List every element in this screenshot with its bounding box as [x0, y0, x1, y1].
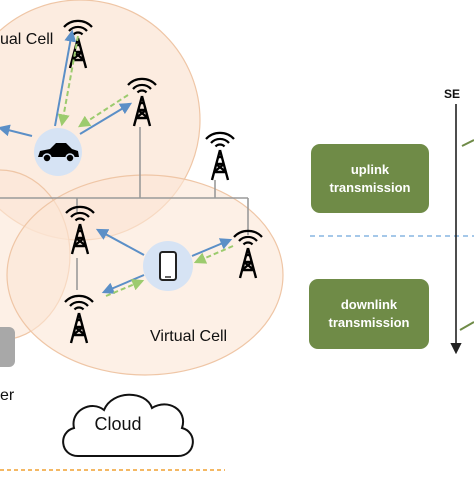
left-box-label: er — [0, 387, 15, 404]
smartphone-icon — [159, 251, 177, 281]
uplink-label-line1: uplink — [351, 162, 390, 177]
cloud-label: Cloud — [94, 414, 141, 434]
virtual-cell-bottom-label: Virtual Cell — [150, 328, 227, 345]
uplink-label-line2: transmission — [330, 180, 411, 195]
car-icon — [38, 143, 79, 163]
cloud-icon — [62, 393, 194, 457]
se-label: SE — [444, 87, 460, 101]
car-links — [0, 29, 133, 137]
uplink-arrow-stub — [461, 139, 474, 147]
downlink-arrow-stub — [459, 321, 474, 331]
phone-links — [95, 228, 234, 297]
left-grey-box — [0, 327, 15, 367]
antenna-tower-icon — [204, 131, 236, 182]
backhaul-lines — [0, 127, 249, 290]
virtual-cell-top-label: ual Cell — [0, 31, 53, 48]
downlink-transmission-box[interactable]: downlink transmission — [309, 279, 429, 349]
downlink-label-line2: transmission — [329, 315, 410, 330]
uplink-transmission-box[interactable]: uplink transmission — [311, 144, 429, 213]
downlink-label-line1: downlink — [341, 297, 398, 312]
